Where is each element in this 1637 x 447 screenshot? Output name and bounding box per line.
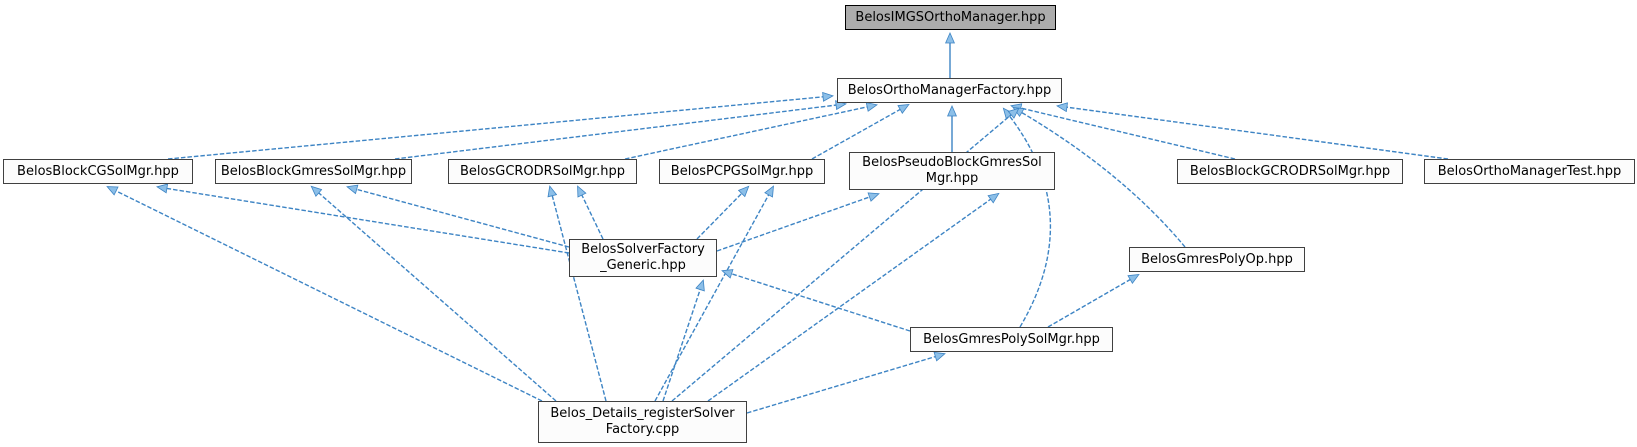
edge-generic-to-blockcg [158, 187, 570, 254]
edge-generic-to-blockgmres [348, 187, 570, 248]
edge-generic-to-gcrodr [578, 187, 604, 240]
edge-blockgmres-to-factory [394, 104, 845, 160]
graph-node-blockgcrodr[interactable]: BelosBlockGCRODRSolMgr.hpp [1177, 159, 1403, 184]
edge-register-to-blockcg [108, 187, 543, 402]
edge-polysolmgr-to-generic [723, 271, 911, 332]
edge-blockgcrodr-to-factory [1012, 106, 1236, 160]
graph-node-orthotest[interactable]: BelosOrthoManagerTest.hpp [1424, 159, 1635, 184]
graph-node-polyop[interactable]: BelosGmresPolyOp.hpp [1129, 247, 1305, 272]
graph-node-register[interactable]: Belos_Details_registerSolver Factory.cpp [538, 401, 747, 443]
edge-generic-to-pcpg [696, 187, 748, 240]
edge-polyop-to-factory [1014, 108, 1186, 248]
edge-register-to-pseudo [707, 194, 998, 402]
graph-node-gcrodr[interactable]: BelosGCRODRSolMgr.hpp [448, 159, 637, 184]
edge-register-to-pcpg [654, 187, 773, 402]
edge-orthotest-to-factory [1058, 106, 1449, 160]
graph-node-factory[interactable]: BelosOrthoManagerFactory.hpp [837, 78, 1062, 103]
edge-polysolmgr-to-polyop [1047, 275, 1138, 328]
graph-node-polysolmgr[interactable]: BelosGmresPolySolMgr.hpp [910, 327, 1113, 352]
edge-pcpg-to-factory [811, 105, 908, 160]
edge-generic-to-pseudo [716, 194, 878, 252]
edge-register-to-gcrodr [550, 187, 607, 402]
graph-node-pcpg[interactable]: BelosPCPGSolMgr.hpp [659, 159, 825, 184]
edge-register-to-generic [662, 281, 703, 402]
edge-register-to-polysolmgr [746, 354, 944, 414]
edge-register-to-blockgmres [312, 187, 557, 402]
graph-node-blockcg[interactable]: BelosBlockCGSolMgr.hpp [3, 159, 193, 184]
graph-node-blockgmres[interactable]: BelosBlockGmresSolMgr.hpp [215, 159, 412, 184]
graph-node-pseudo[interactable]: BelosPseudoBlockGmresSol Mgr.hpp [849, 152, 1055, 190]
edge-blockcg-to-factory [167, 96, 832, 160]
edge-gcrodr-to-factory [624, 105, 876, 160]
graph-node-imgs[interactable]: BelosIMGSOrthoManager.hpp [845, 5, 1056, 30]
graph-node-generic[interactable]: BelosSolverFactory _Generic.hpp [569, 239, 717, 277]
edge-polysolmgr-to-factory [1004, 109, 1052, 328]
